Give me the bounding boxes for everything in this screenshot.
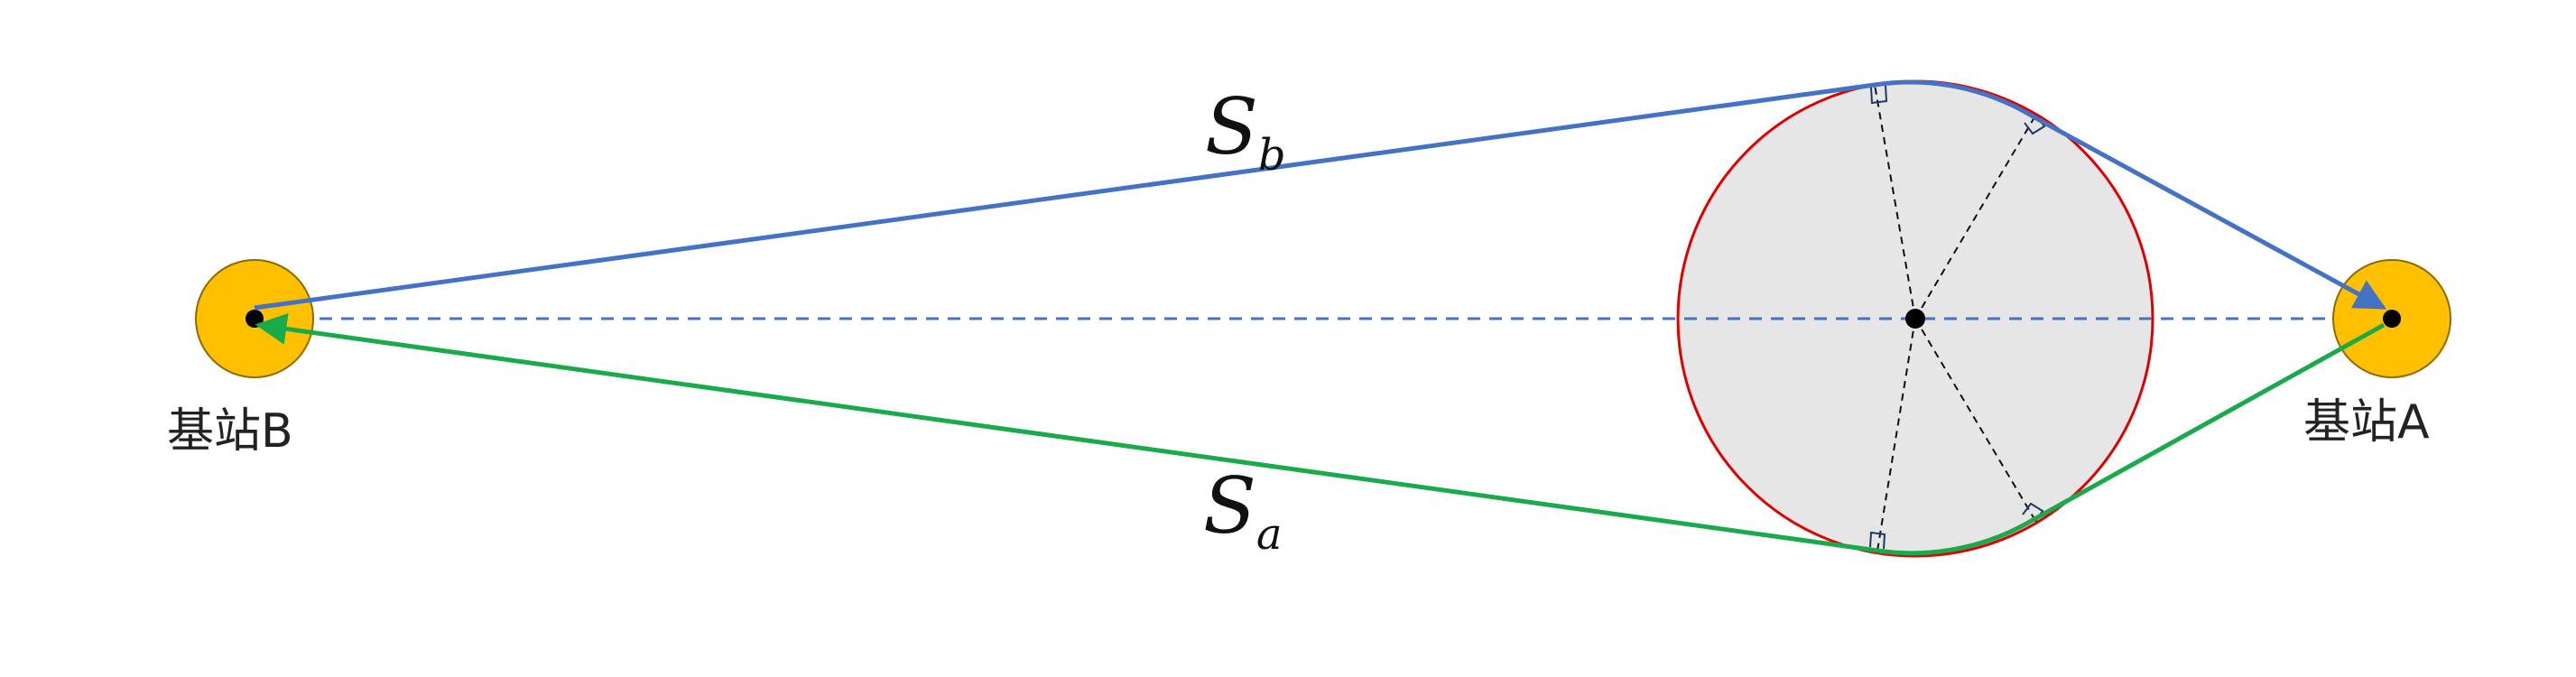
station-a-label: 基站A — [2303, 395, 2430, 450]
radius-bottom-left — [1876, 318, 1916, 552]
path-sa — [255, 313, 2386, 556]
radius-lines — [1874, 84, 2035, 552]
radius-top-left — [1874, 84, 1916, 320]
right-angle-marker-bottom-left — [1869, 531, 1886, 550]
path-sb-symbol: S — [1205, 82, 1258, 172]
path-sb-label: Sb — [1205, 82, 1286, 181]
path-sa-label: Sa — [1203, 461, 1283, 560]
path-sa-subscript: a — [1256, 509, 1283, 560]
path-sa-symbol: S — [1203, 461, 1256, 552]
path-sb — [254, 79, 2387, 311]
obstacle-center-dot — [1905, 309, 1925, 329]
radius-top-right — [1914, 116, 2035, 320]
station-b-label: 基站B — [167, 404, 293, 459]
right-angle-marker-top-left — [1870, 85, 1888, 105]
radius-bottom-right — [1914, 318, 2035, 520]
station-a-dot — [2383, 310, 2401, 328]
path-sb-subscript: b — [1258, 130, 1286, 181]
